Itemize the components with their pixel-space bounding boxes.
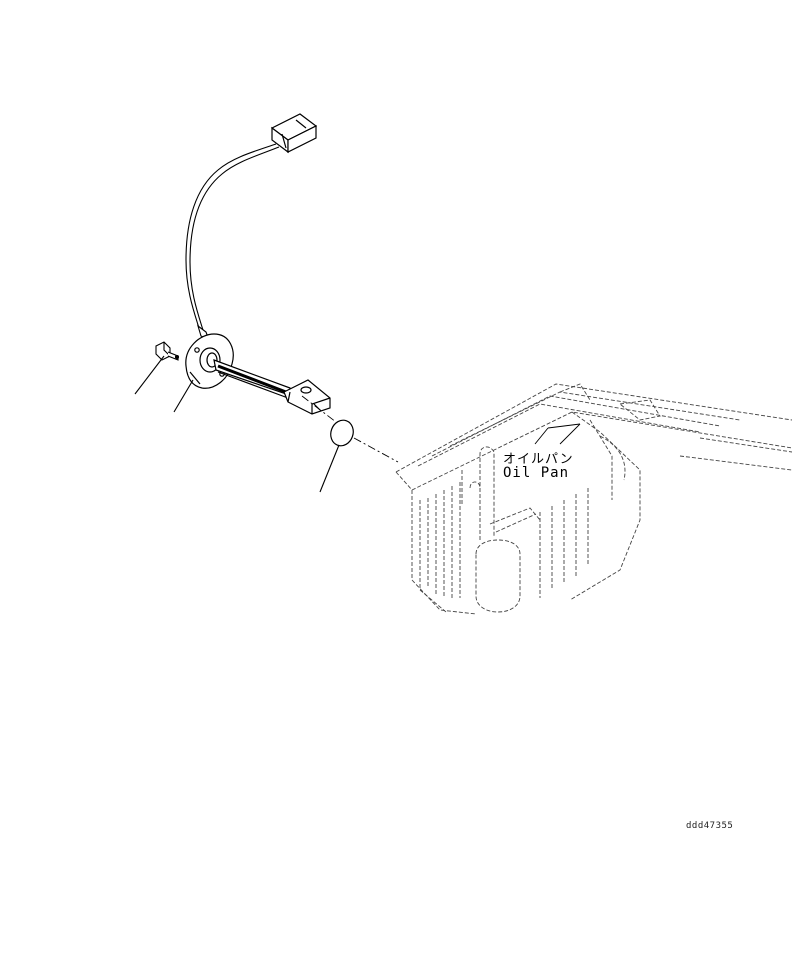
oil-pan-label-japanese: オイルパン <box>503 452 574 467</box>
leader-lines <box>134 355 340 493</box>
alignment-line <box>301 395 399 463</box>
oil-pan-label-leaders <box>534 423 581 445</box>
sensor-connector <box>270 113 318 154</box>
gasket-ring <box>330 419 354 447</box>
oil-pan-phantom <box>395 383 792 615</box>
level-sensor-arm <box>213 359 331 415</box>
oil-pan-label-english: Oil Pan <box>503 465 570 481</box>
mounting-bolt <box>155 341 180 361</box>
sensor-cable <box>185 143 280 342</box>
figure-code: ddd47355 <box>686 821 734 831</box>
